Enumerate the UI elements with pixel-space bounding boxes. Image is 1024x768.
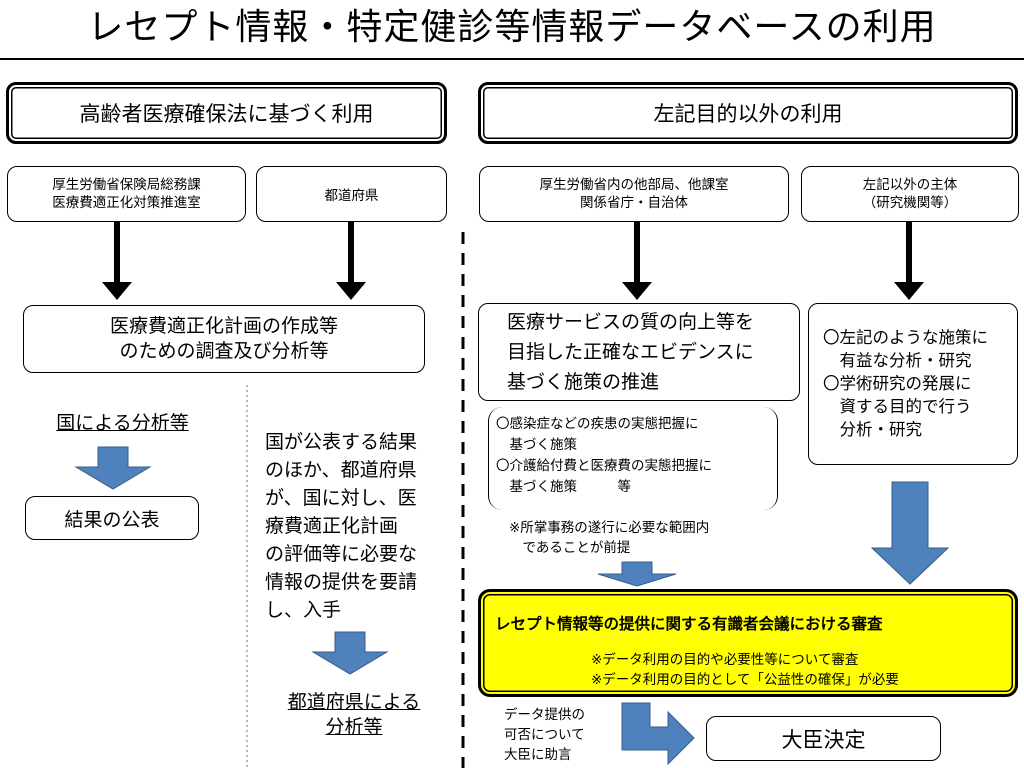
scope-note-text: ※所掌事務の遂行に必要な範囲内 であることが前提	[509, 518, 789, 558]
prefecture-analysis-line1: 都道府県による	[287, 691, 421, 713]
title-underline	[0, 58, 1024, 60]
review-committee-box: レセプト情報等の提供に関する有識者会議における審査 ※データ利用の目的や必要性等…	[478, 589, 1018, 697]
review-committee-note2: ※データ利用の目的として「公益性の確保」が必要	[591, 672, 899, 688]
left-org-prefecture-box: 都道府県	[256, 166, 447, 222]
prefecture-request-line: し、入手	[265, 599, 342, 621]
research-purpose-line: 資する目的で行う	[823, 397, 972, 416]
policy-examples-bracket	[488, 407, 778, 510]
publish-results-label: 結果の公表	[64, 508, 160, 531]
left-org-mhlw-box: 厚生労働省保険局総務課 医療費適正化対策推進室	[7, 166, 246, 222]
right-org-research-line2: （研究機関等）	[862, 195, 958, 211]
advice-line: 大臣に助言	[504, 747, 572, 763]
right-org-ministries-line1: 厚生労働省内の他部局、他課室	[539, 176, 729, 193]
policy-examples-text: 〇感染症などの疾患の実態把握に 基づく施策 〇介護給付費と医療費の実態把握に 基…	[496, 414, 786, 498]
scope-note-line2: であることが前提	[509, 540, 631, 556]
right-section-header: 左記目的以外の利用	[478, 82, 1018, 144]
national-analysis-label: 国による分析等	[56, 412, 189, 434]
right-org-ministries-box: 厚生労働省内の他部局、他課室 関係省庁・自治体	[479, 166, 789, 222]
prefecture-request-line: のほか、都道府県	[265, 459, 417, 481]
advice-line: 可否について	[504, 727, 585, 743]
left-purpose-box: 医療費適正化計画の作成等 のための調査及び分析等	[23, 305, 425, 373]
evidence-policy-line3: 基づく施策の推進	[507, 371, 660, 393]
advice-text: データ提供の 可否について 大臣に助言	[504, 705, 614, 765]
left-purpose-line1: 医療費適正化計画の作成等	[109, 315, 338, 338]
review-committee-note1: ※データ利用の目的や必要性等について審査	[591, 652, 859, 668]
right-section-header-label: 左記目的以外の利用	[653, 102, 843, 126]
prefecture-request-line: 療費適正化計画	[265, 515, 399, 537]
prefecture-request-line: 国が公表する結果	[265, 431, 418, 453]
policy-example-line: 〇介護給付費と医療費の実態把握に	[496, 458, 712, 474]
right-org-research-box: 左記以外の主体 （研究機関等）	[801, 166, 1019, 222]
left-purpose-line2: のための調査及び分析等	[119, 340, 329, 362]
prefecture-request-line: 情報の提供を要請	[265, 571, 418, 593]
policy-example-line: 基づく施策 等	[496, 479, 631, 495]
blue-arrow-note	[597, 561, 677, 587]
prefecture-request-line: の評価等に必要な	[265, 543, 418, 565]
prefecture-request-line: が、国に対し、医	[265, 487, 417, 509]
policy-example-line: 基づく施策	[496, 437, 577, 453]
prefecture-analysis-line2: 分析等	[325, 716, 383, 738]
blue-arrow-research	[870, 481, 950, 585]
research-purpose-line: 分析・研究	[823, 420, 923, 439]
advice-line: データ提供の	[504, 707, 585, 723]
right-org-ministries-line2: 関係省庁・自治体	[580, 195, 688, 211]
research-purpose-line: 有益な分析・研究	[823, 351, 972, 370]
left-section-header: 高齢者医療確保法に基づく利用	[6, 82, 447, 144]
review-committee-title: レセプト情報等の提供に関する有識者会議における審査	[495, 615, 883, 633]
policy-example-line: 〇感染症などの疾患の実態把握に	[496, 416, 699, 432]
left-org-mhlw-line2: 医療費適正化対策推進室	[52, 195, 201, 211]
black-down-arrows	[102, 222, 924, 300]
minister-decision-label: 大臣決定	[781, 727, 866, 752]
blue-arrow-to-minister	[621, 702, 695, 766]
blue-arrow-national	[74, 446, 152, 490]
prefecture-request-text: 国が公表する結果 のほか、都道府県 が、国に対し、医 療費適正化計画 の評価等に…	[265, 428, 455, 624]
left-org-mhlw-line1: 厚生労働省保険局総務課	[52, 176, 201, 193]
left-org-prefecture-label: 都道府県	[324, 188, 379, 204]
publish-results-box: 結果の公表	[25, 496, 199, 540]
evidence-policy-line1: 医療サービスの質の向上等を	[507, 311, 755, 333]
page-title: レセプト情報・特定健診等情報データベースの利用	[87, 7, 937, 48]
minister-decision-box: 大臣決定	[706, 716, 941, 761]
blue-arrow-prefecture	[311, 631, 389, 675]
scope-note-line1: ※所掌事務の遂行に必要な範囲内	[509, 520, 710, 536]
evidence-policy-line2: 目指した正確なエビデンスに	[507, 341, 754, 363]
research-purpose-line: 〇学術研究の発展に	[823, 374, 972, 393]
research-purpose-box: 〇左記のような施策に 有益な分析・研究 〇学術研究の発展に 資する目的で行う 分…	[808, 303, 1018, 465]
right-org-research-line1: 左記以外の主体	[862, 176, 958, 193]
left-section-header-label: 高齢者医療確保法に基づく利用	[79, 102, 374, 126]
research-purpose-line: 〇左記のような施策に	[823, 328, 988, 347]
blue-block-arrows	[74, 446, 950, 766]
prefecture-analysis-label: 都道府県による 分析等	[268, 690, 440, 740]
evidence-policy-box: 医療サービスの質の向上等を 目指した正確なエビデンスに 基づく施策の推進	[478, 303, 800, 401]
